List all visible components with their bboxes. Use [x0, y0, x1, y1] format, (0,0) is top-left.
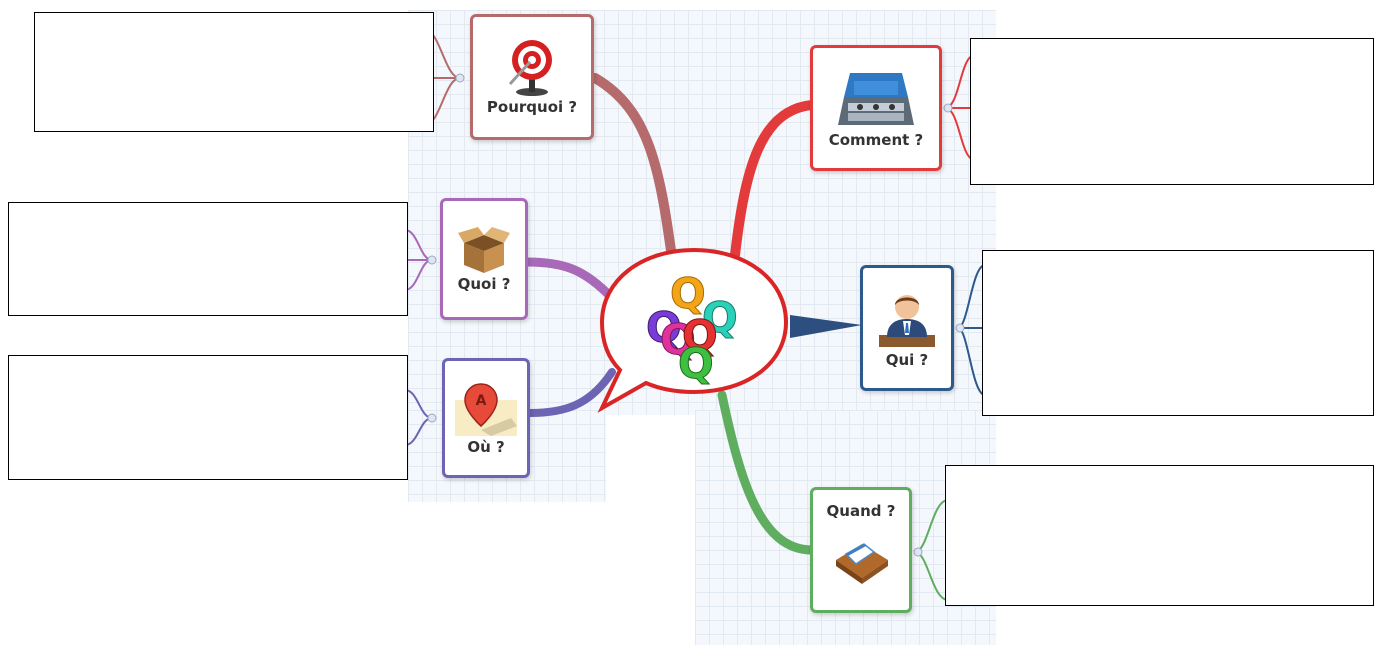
topic-quoi[interactable]: Quoi ?: [440, 198, 528, 320]
topic-comment[interactable]: Comment ?: [810, 45, 942, 171]
svg-text:Q: Q: [670, 269, 706, 318]
tangled-q-letters-icon: Q Q Q Q Q Q: [646, 269, 739, 389]
topic-qui-label: Qui ?: [885, 351, 929, 369]
cardboard-box-icon: [458, 227, 510, 273]
central-topic[interactable]: Q Q Q Q Q Q: [594, 246, 794, 414]
topic-comment-label: Comment ?: [828, 131, 924, 149]
answer-box-pourquoi[interactable]: [34, 12, 434, 132]
topic-qui[interactable]: Qui ?: [860, 265, 954, 391]
branch-quand: [717, 390, 817, 555]
svg-text:Q: Q: [646, 303, 682, 352]
branch-ou: [526, 368, 616, 417]
svg-text:Q: Q: [678, 339, 714, 388]
topic-quand[interactable]: Quand ?: [810, 487, 912, 613]
branch-comment: [730, 100, 817, 260]
topic-pourquoi-label: Pourquoi ?: [486, 98, 578, 116]
branch-pourquoi: [590, 73, 678, 270]
person-icon: [879, 295, 935, 347]
answer-box-comment[interactable]: [970, 38, 1374, 185]
topic-quand-label: Quand ?: [826, 502, 896, 520]
topic-quoi-label: Quoi ?: [457, 275, 511, 293]
toolbox-icon: [838, 73, 914, 125]
svg-text:A: A: [476, 393, 487, 409]
answer-box-qui[interactable]: [982, 250, 1374, 416]
svg-text:Q: Q: [682, 311, 718, 360]
speech-bubble-icon: Q Q Q Q Q Q: [597, 247, 789, 413]
branch-quoi: [522, 257, 617, 303]
branch-qui: [790, 315, 862, 338]
map-pin-icon: A: [455, 383, 517, 436]
svg-text:Q: Q: [702, 293, 738, 342]
answer-box-quoi[interactable]: [8, 202, 408, 316]
svg-text:Q: Q: [660, 315, 696, 364]
topic-ou[interactable]: A Où ?: [442, 358, 530, 478]
answer-box-ou[interactable]: [8, 355, 408, 480]
topic-pourquoi[interactable]: Pourquoi ?: [470, 14, 594, 140]
target-icon: [508, 40, 552, 96]
topic-ou-label: Où ?: [467, 438, 505, 456]
answer-box-quand[interactable]: [945, 465, 1374, 606]
calendar-icon: [836, 543, 888, 584]
